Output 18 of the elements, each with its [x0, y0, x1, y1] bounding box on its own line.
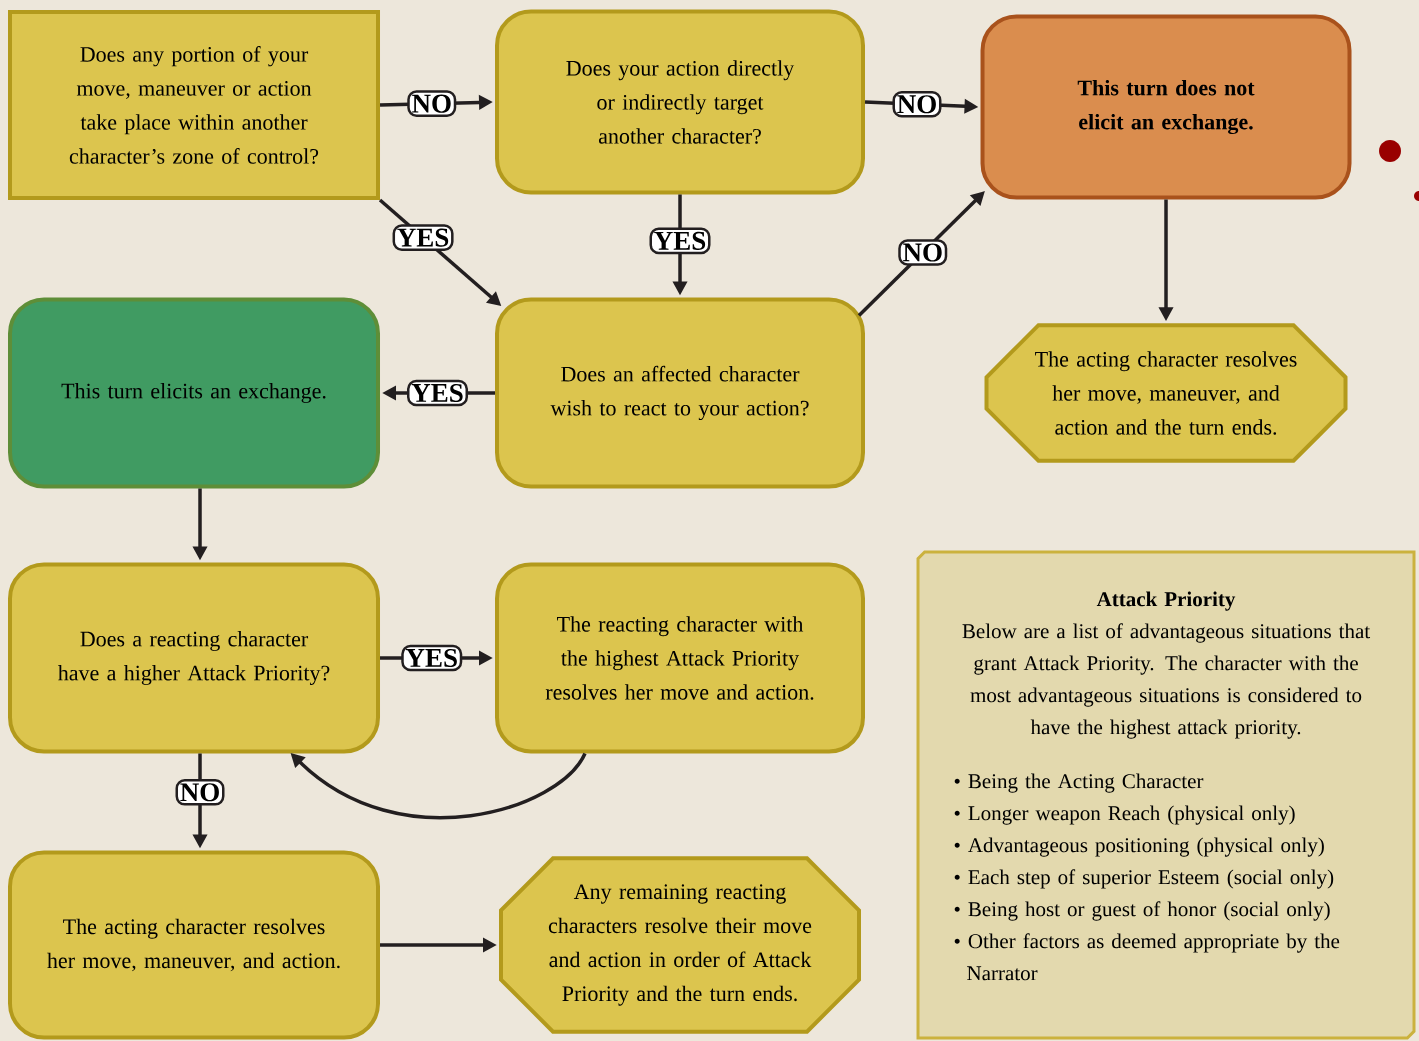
- outcome-box: The reacting character with the highest Attack Priority resolves her move and action.: [495, 562, 865, 754]
- info-panel: Attack Priority Below are a list of advantageous situations that grant Attack Priority. The character with the most advantageous situations is considered to have the highest attack priority. • Being the Acting Character • Longer weapon Reach (physical only) • Advantageous positioning (physical only) • Each step of superior Esteem (social only) • Being host or guest of honor (social only) • Other factors as deemed appropriate by the Narrator: [916, 550, 1416, 1040]
- question-box: Does an affected character wish to react to your action?: [495, 297, 865, 489]
- edge-label: YES: [392, 224, 454, 251]
- outcome-box: This turn elicits an exchange.: [8, 297, 380, 489]
- question-box: Does any portion of your move, maneuver or action take place within another character’s zone of control?: [8, 10, 380, 200]
- edge-label: YES: [407, 379, 468, 407]
- edge-label: NO: [892, 90, 942, 118]
- question-box: Does a reacting character have a higher Attack Priority?: [8, 562, 380, 754]
- question-box: Does your action directly or indirectly target another character?: [495, 9, 865, 195]
- edge-label: NO: [407, 90, 457, 117]
- edge-label: YES: [649, 227, 711, 255]
- outcome-box: Any remaining reacting characters resolve their move and action in order of Attack Priority and the turn ends.: [499, 856, 861, 1034]
- edge-label: YES: [401, 644, 463, 672]
- edge-label: NO: [898, 239, 948, 266]
- outcome-box: The acting character resolves her move, maneuver, and action.: [8, 850, 380, 1040]
- edge-label: NO: [175, 779, 225, 806]
- outcome-box: This turn does not elicit an exchange.: [980, 14, 1352, 200]
